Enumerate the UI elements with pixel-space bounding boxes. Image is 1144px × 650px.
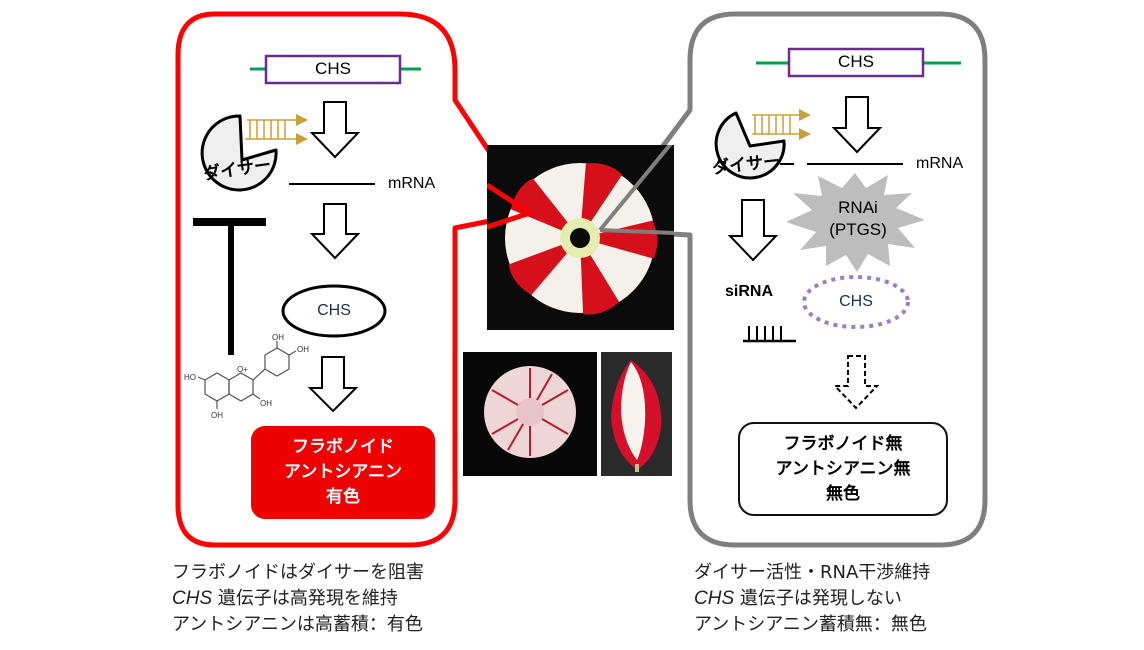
svg-text:OH: OH bbox=[260, 399, 272, 408]
petal-photo bbox=[601, 352, 672, 476]
dahlia-flower-icon bbox=[463, 352, 597, 476]
petunia-photo bbox=[487, 145, 674, 330]
right-result-line-2: アントシアニン無 bbox=[775, 458, 911, 479]
left-result-line-1: フラボノイド bbox=[292, 437, 394, 457]
right-gene-label: CHS bbox=[838, 52, 874, 71]
svg-text:OH: OH bbox=[272, 333, 284, 342]
left-gene-construct bbox=[250, 54, 421, 85]
rnai-line-2: (PTGS) bbox=[829, 220, 887, 239]
left-caption: フラボノイドはダイサーを阻害 CHS 遺伝子は高発現を維持 アントシアニンは高蓄… bbox=[172, 560, 424, 638]
left-enzyme-label: CHS bbox=[317, 302, 351, 319]
svg-text:OH: OH bbox=[297, 345, 309, 354]
left-caption-line-1: フラボノイドはダイサーを阻害 bbox=[172, 562, 424, 583]
left-arrow-gene-to-mrna bbox=[309, 101, 361, 159]
right-caption: ダイサー活性・RNA干渉維持 CHS 遺伝子は発現しない アントシアニン蓄積無：… bbox=[694, 560, 930, 638]
rnai-line-1: RNAi bbox=[838, 198, 878, 217]
left-gene-label: CHS bbox=[315, 59, 351, 78]
petal-icon bbox=[601, 352, 672, 476]
right-mrna-label: mRNA bbox=[916, 155, 964, 172]
right-caption-line-2: CHS 遺伝子は発現しない bbox=[694, 588, 902, 609]
rnai-burst-label: RNAi (PTGS) bbox=[810, 197, 906, 241]
sirna-icon bbox=[743, 326, 796, 343]
svg-text:HO: HO bbox=[184, 373, 196, 382]
right-dicer-icon bbox=[714, 111, 794, 180]
anthocyanin-structure-icon bbox=[197, 341, 297, 409]
right-arrow-dicer-to-sirna bbox=[727, 199, 779, 262]
left-panel-outline bbox=[175, 11, 533, 548]
dahlia-photo bbox=[463, 352, 597, 476]
left-caption-line-2: CHS 遺伝子は高発現を維持 bbox=[172, 588, 398, 609]
left-arrow-enzyme-to-product bbox=[307, 356, 359, 413]
sirna-label: siRNA bbox=[725, 283, 774, 300]
right-caption-line-1: ダイサー活性・RNA干渉維持 bbox=[694, 562, 931, 583]
right-enzyme-label: CHS bbox=[839, 293, 873, 310]
left-dsrna-icon bbox=[245, 114, 308, 145]
right-result-line-1: フラボノイド無 bbox=[783, 433, 903, 454]
left-arrow-mrna-to-enzyme bbox=[309, 203, 361, 260]
left-enzyme-ellipse bbox=[281, 284, 387, 338]
left-caption-line-3: アントシアニンは高蓄積：有色 bbox=[172, 614, 423, 635]
left-mrna-label: mRNA bbox=[388, 175, 436, 192]
right-dsrna-icon bbox=[752, 109, 811, 140]
left-dicer-icon bbox=[200, 114, 278, 192]
left-result-line-2: アントシアニン bbox=[284, 462, 402, 482]
right-gene-construct bbox=[756, 47, 961, 78]
svg-text:O+: O+ bbox=[237, 365, 248, 374]
right-arrow-dashed bbox=[832, 355, 880, 410]
right-enzyme-dotted-ellipse bbox=[802, 275, 910, 329]
right-result-line-3: 無色 bbox=[826, 483, 860, 504]
rnai-burst-shape bbox=[786, 173, 925, 272]
right-result-box: フラボノイド無 アントシアニン無 無色 bbox=[738, 422, 948, 516]
petunia-flower-icon bbox=[487, 145, 674, 330]
right-arrow-gene-to-mrna bbox=[831, 96, 883, 154]
left-result-box: フラボノイド アントシアニン 有色 bbox=[251, 426, 435, 519]
right-caption-line-3: アントシアニン蓄積無：無色 bbox=[694, 614, 927, 635]
right-panel-outline bbox=[597, 11, 988, 548]
svg-text:OH: OH bbox=[211, 411, 223, 420]
left-result-line-3: 有色 bbox=[326, 487, 360, 507]
inhibition-bar-icon bbox=[193, 218, 266, 355]
anthocyanin-substituent-labels: OH OH HO OH OH O+ bbox=[184, 333, 309, 420]
